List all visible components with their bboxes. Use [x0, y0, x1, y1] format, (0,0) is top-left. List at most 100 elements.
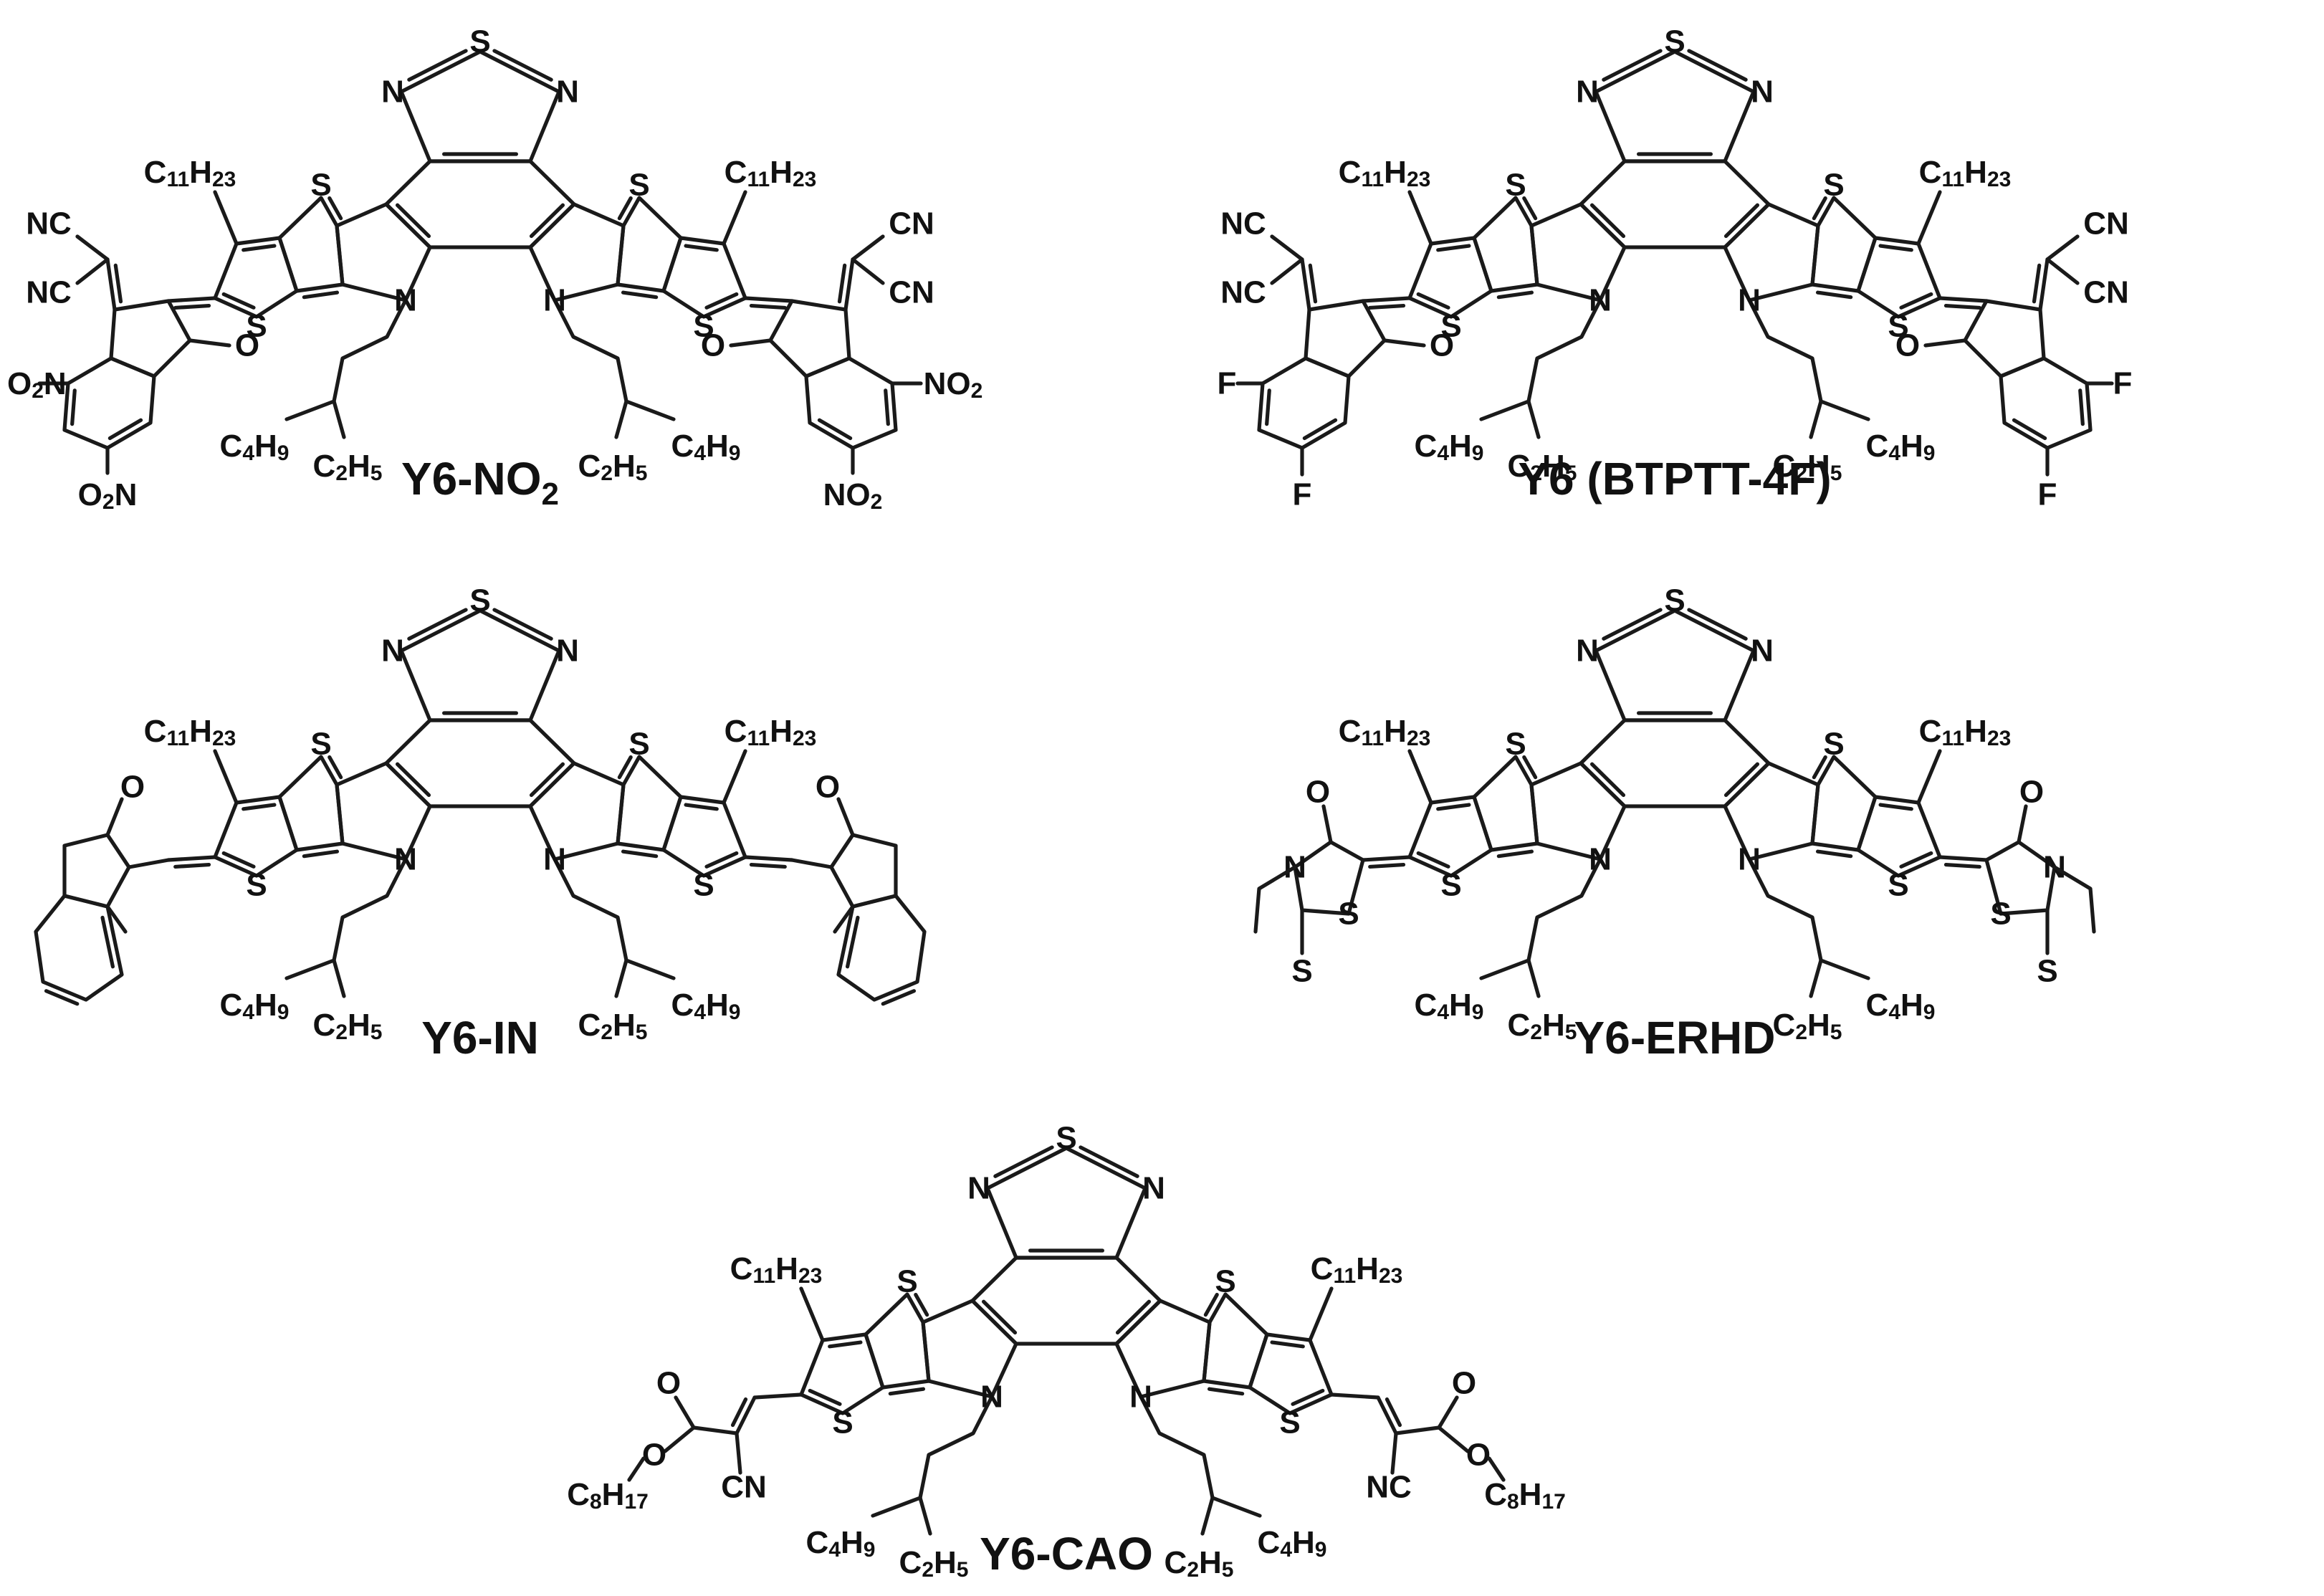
thiophene-ring-outer-left	[1407, 795, 1493, 878]
thiophene-double-bond	[1291, 1388, 1325, 1406]
thiophene-ring-outer-right	[1248, 1332, 1334, 1415]
undecyl-bond	[722, 190, 747, 246]
thiophene-sulfur-left: S	[246, 868, 267, 903]
thiophene-ring-outer-left	[799, 1332, 885, 1415]
thiadiazole-nitrogen-left: N	[1576, 634, 1599, 669]
carbonyl-oxygen-right: O	[1895, 328, 1920, 363]
thiophene-sulfur-right: S	[1823, 168, 1844, 203]
thiophene-double-bond	[1899, 851, 1933, 869]
thiophene-ring-outer-left	[213, 795, 299, 878]
double-bond	[881, 989, 917, 1006]
thiophene-ring-inner-right	[616, 755, 683, 852]
vinyl-double-bond	[749, 303, 787, 310]
n-alkyl-chain	[1200, 1496, 1215, 1536]
thiadiazole-nitrogen-left: N	[1576, 75, 1599, 110]
thiophene-ring-inner-right	[1810, 196, 1878, 293]
thiadiazole-nitrogen-right: N	[1751, 75, 1774, 110]
ethyl-label-right: C2H5	[578, 1008, 648, 1044]
vinyl-double-bond	[1943, 862, 1981, 869]
carbonyl-oxygen-left: O	[656, 1366, 681, 1401]
thiophene-sulfur-right: S	[1888, 868, 1908, 903]
thiophene-sulfur-right: S	[693, 309, 714, 344]
exocyclic-bond	[1300, 257, 1311, 312]
thiophene-double-bond	[1878, 244, 1913, 252]
thiadiazole-nitrogen-right: N	[1751, 634, 1774, 669]
thiophene-double-bond	[327, 196, 343, 221]
ethyl-label-right: C2H5	[1773, 449, 1842, 485]
cyano-group-right: CN	[889, 275, 934, 310]
vinyl-double-bond	[1368, 862, 1406, 869]
thiadiazole-nitrogen-left: N	[967, 1171, 990, 1206]
cyano-bond	[851, 234, 885, 262]
n-alkyl-chain	[1526, 958, 1541, 998]
thiadiazole-double-bond	[492, 49, 553, 82]
vinyl-bond	[735, 1395, 757, 1435]
n-alkyl-chain	[332, 399, 346, 439]
thiophene-double-bond	[242, 244, 277, 252]
thiadiazole-sulfur: S	[1664, 24, 1685, 59]
vinyl-bond	[1361, 855, 1412, 862]
indanone-benzene-left	[1257, 356, 1351, 450]
thiophene-double-bond	[888, 1387, 926, 1396]
carbonyl-bond	[2017, 804, 2028, 844]
vinyl-bond	[743, 296, 794, 303]
thiophene-double-bond	[621, 290, 659, 300]
thiophene-double-bond	[828, 1340, 863, 1349]
thiadiazole-nitrogen-left: N	[381, 75, 404, 110]
benzene-double-bond	[395, 203, 431, 239]
thiophene-sulfur-right: S	[1279, 1405, 1300, 1440]
vinyl-bond	[1938, 855, 1989, 862]
exocyclic-bond	[790, 858, 833, 869]
pyrrole-ring-left	[1529, 761, 1627, 861]
n-alkyl-chain	[1526, 399, 1541, 439]
double-bond	[730, 1397, 748, 1428]
thiophene-sulfur-right: S	[1823, 727, 1844, 762]
thiadiazole-double-bond	[407, 608, 468, 641]
ethyl-chain	[1253, 865, 1297, 934]
ethyl-label-left: C2H5	[1508, 449, 1577, 485]
carbonyl-bond	[1382, 338, 1426, 348]
butyl-label-left: C4H9	[220, 988, 290, 1024]
thiophene-double-bond	[302, 290, 340, 300]
cyano-group-right: NC	[1366, 1470, 1412, 1505]
benzene-double-bond	[395, 762, 431, 798]
thiophene-sulfur-right: S	[1215, 1264, 1235, 1299]
butyl-label-left: C4H9	[806, 1525, 876, 1562]
cyano-bond	[75, 257, 110, 285]
thiophene-ring-outer-right	[1856, 236, 1942, 319]
thiadiazole-ring	[985, 1146, 1147, 1260]
thiadiazole-nitrogen-left: N	[381, 634, 404, 669]
thiadiazole-ring	[1594, 49, 1756, 163]
cyano-group-right: CN	[2083, 206, 2129, 242]
thiadiazole-double-bond	[1602, 608, 1663, 641]
octyl-bond	[1487, 1456, 1506, 1482]
thiophene-double-bond	[704, 292, 739, 310]
butyl-label-left: C4H9	[1415, 988, 1484, 1024]
rhodanine-sulfur-right: S	[1990, 897, 2011, 932]
cyano-bond	[1270, 257, 1304, 285]
double-bond	[1265, 388, 1271, 426]
undecyl-label-left: C11H23	[144, 155, 236, 191]
pyrrole-nitrogen-left: N	[1589, 842, 1612, 877]
carbonyl-bond	[1437, 1395, 1459, 1430]
carbonyl-bond	[833, 904, 855, 934]
benzene-double-bond	[1589, 762, 1626, 798]
compound-name: Y6 (BTPTT-4F)	[1518, 453, 1831, 505]
thiophene-double-bond	[1436, 803, 1471, 811]
benzene-double-bond	[529, 203, 565, 239]
ester-bond	[692, 1425, 739, 1435]
undecyl-bond	[1407, 749, 1433, 805]
vinyl-bond	[1361, 296, 1412, 303]
thione-sulfur-right: S	[2037, 954, 2057, 989]
thiadiazole-double-bond	[1687, 608, 1748, 641]
cyano-bond	[851, 257, 885, 285]
undecyl-bond	[799, 1286, 825, 1342]
n-alkyl-chain	[1747, 298, 1870, 421]
n-alkyl-chain	[1139, 1395, 1262, 1518]
double-bond	[2032, 263, 2042, 304]
nitro-group-right: NO2	[924, 366, 983, 403]
